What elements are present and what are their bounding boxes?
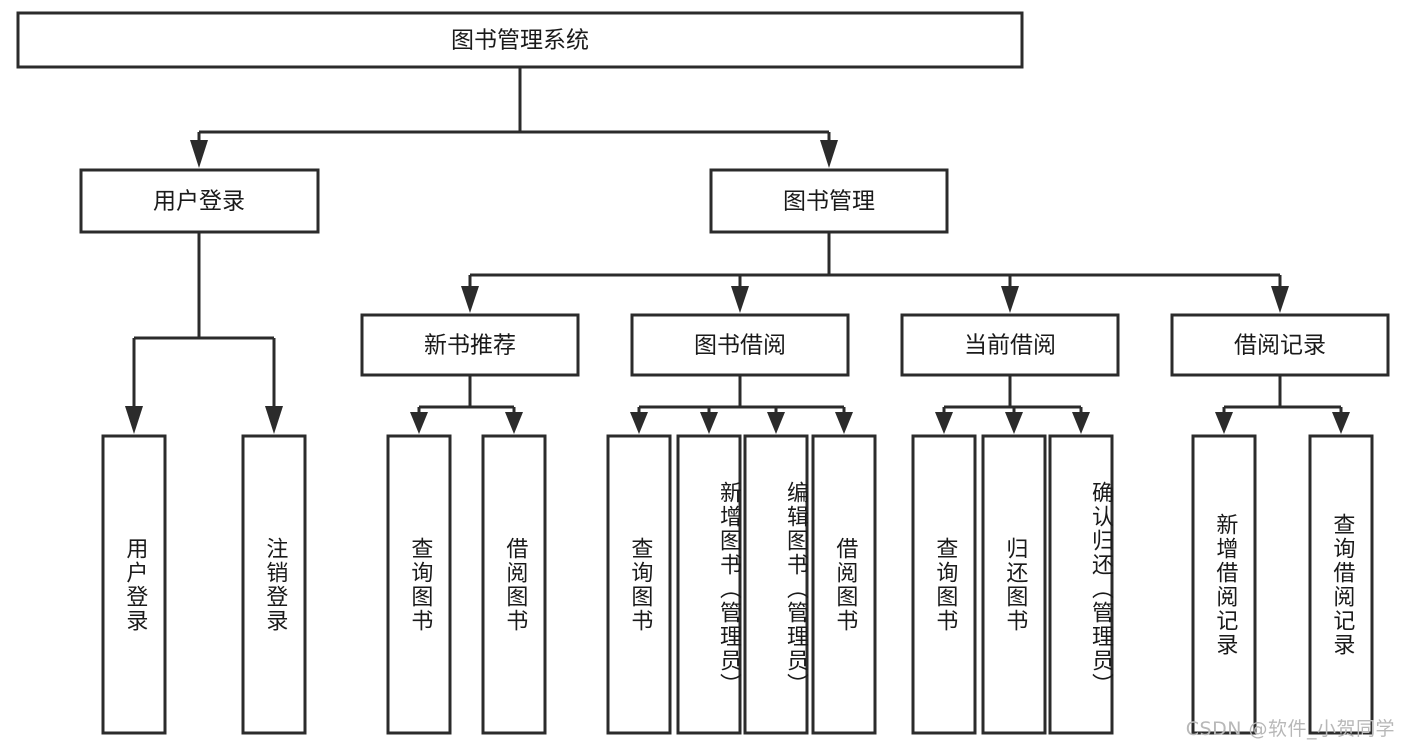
arrow-head-leaf-borrow-book bbox=[835, 412, 853, 434]
node-borrow-record-label: 借阅记录 bbox=[1234, 333, 1326, 359]
arrow-head-new-book-recommend bbox=[461, 286, 479, 313]
node-root-rect[interactable] bbox=[16, 11, 1024, 69]
arrow-head-leaf-user-login bbox=[125, 406, 143, 434]
connector-group-current-borrow-to-leaves bbox=[935, 375, 1090, 434]
connector-group-book-borrow-to-leaves bbox=[630, 375, 853, 434]
leaf-borrow-book-rect[interactable] bbox=[811, 434, 877, 735]
leaf-confirm-return-admin-rect[interactable] bbox=[1048, 434, 1114, 735]
leaf-borrow-book-rec-rect[interactable] bbox=[481, 434, 547, 735]
arrow-head-leaf-borrow-book-rec bbox=[505, 412, 523, 434]
arrow-head-current-borrow bbox=[1001, 286, 1019, 313]
connector-group-user-login-to-leaves bbox=[125, 232, 283, 434]
node-borrow-record[interactable]: 借阅记录 bbox=[1170, 313, 1390, 377]
node-borrow-record-rect[interactable] bbox=[1170, 313, 1390, 377]
connector-group-root-to-level2 bbox=[190, 67, 838, 168]
arrow-head-borrow-record bbox=[1271, 286, 1289, 313]
leaf-rect-group bbox=[101, 434, 1374, 735]
watermark-text: CSDN @软件_小贺同学 bbox=[1185, 718, 1395, 740]
node-root-label: 图书管理系统 bbox=[451, 28, 589, 54]
arrow-head-leaf-confirm-return-admin bbox=[1072, 412, 1090, 434]
node-root[interactable]: 图书管理系统 bbox=[16, 11, 1024, 69]
arrow-head-leaf-add-borrow-record bbox=[1215, 412, 1233, 434]
node-current-borrow-label: 当前借阅 bbox=[964, 333, 1056, 359]
arrow-head-leaf-return-book bbox=[1005, 412, 1023, 434]
leaf-query-borrow-record-rect[interactable] bbox=[1308, 434, 1374, 735]
leaf-add-borrow-record-rect[interactable] bbox=[1191, 434, 1257, 735]
node-book-borrow-label: 图书借阅 bbox=[694, 333, 786, 359]
node-current-borrow[interactable]: 当前借阅 bbox=[900, 313, 1120, 377]
node-new-book-recommend-label: 新书推荐 bbox=[424, 333, 516, 359]
connector-group-borrow-record-to-leaves bbox=[1215, 375, 1350, 434]
leaf-user-logout-rect[interactable] bbox=[241, 434, 307, 735]
arrow-head-leaf-edit-book-admin bbox=[767, 412, 785, 434]
leaf-user-login-rect[interactable] bbox=[101, 434, 167, 735]
arrow-head-leaf-query-book-rec bbox=[410, 412, 428, 434]
arrow-head-book-borrow bbox=[731, 286, 749, 313]
node-book-manage-rect[interactable] bbox=[709, 168, 949, 234]
arrow-head-book-manage bbox=[820, 140, 838, 168]
leaf-add-book-admin-rect[interactable] bbox=[676, 434, 742, 735]
node-new-book-recommend-rect[interactable] bbox=[360, 313, 580, 377]
arrow-head-leaf-add-book-admin bbox=[700, 412, 718, 434]
arrow-head-leaf-user-logout bbox=[265, 406, 283, 434]
arrow-head-leaf-query-book-borrow bbox=[630, 412, 648, 434]
node-current-borrow-rect[interactable] bbox=[900, 313, 1120, 377]
node-user-login-rect[interactable] bbox=[79, 168, 320, 234]
leaf-query-book-borrow-rect[interactable] bbox=[606, 434, 672, 735]
leaf-query-book-rec-rect[interactable] bbox=[386, 434, 452, 735]
leaf-query-book-cur-rect[interactable] bbox=[911, 434, 977, 735]
arrow-head-leaf-query-book-cur bbox=[935, 412, 953, 434]
node-book-borrow[interactable]: 图书借阅 bbox=[630, 313, 850, 377]
node-book-borrow-rect[interactable] bbox=[630, 313, 850, 377]
node-new-book-recommend[interactable]: 新书推荐 bbox=[360, 313, 580, 377]
node-user-login[interactable]: 用户登录 bbox=[79, 168, 320, 234]
connector-group-book-manage-to-level3 bbox=[461, 232, 1289, 313]
leaf-edit-book-admin-rect[interactable] bbox=[743, 434, 809, 735]
connector-group-new-book-recommend-to-leaves bbox=[410, 375, 523, 434]
node-book-manage-label: 图书管理 bbox=[783, 189, 875, 215]
node-user-login-label: 用户登录 bbox=[153, 189, 245, 215]
arrow-head-leaf-query-borrow-record bbox=[1332, 412, 1350, 434]
arrow-head-user-login bbox=[190, 140, 208, 168]
leaf-return-book-rect[interactable] bbox=[981, 434, 1047, 735]
node-book-manage[interactable]: 图书管理 bbox=[709, 168, 949, 234]
